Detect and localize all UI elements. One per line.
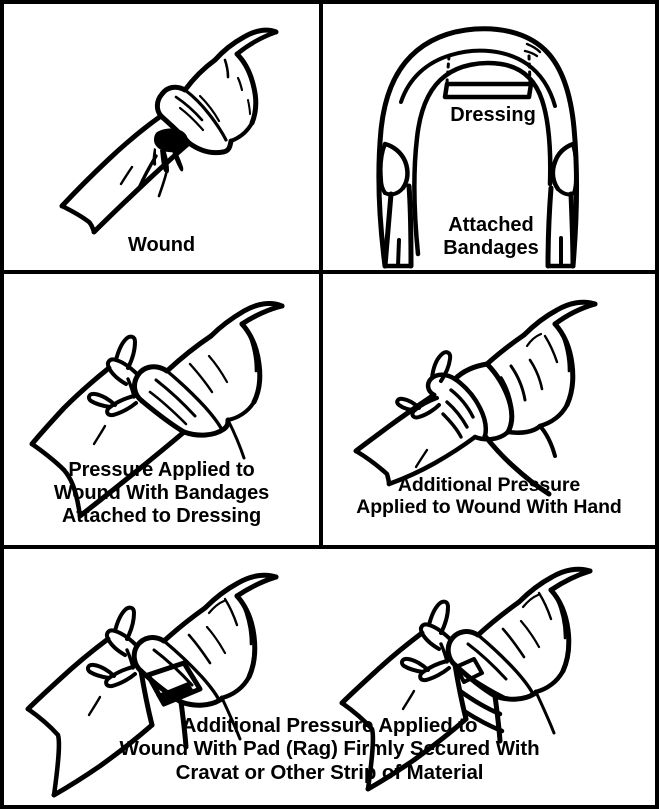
grid-rule-row1	[4, 270, 655, 274]
dressing-illustration	[376, 26, 580, 269]
grid-rule-row2	[4, 545, 655, 549]
pad-left-figure	[25, 572, 279, 798]
panel-grid	[4, 4, 655, 805]
hand-pressure-illustration	[353, 299, 598, 497]
pad-pressure-illustration	[25, 566, 593, 798]
panel-bandage-caption: Pressure Applied to Wound With Bandages …	[53, 459, 270, 527]
panel-pad-caption: Additional Pressure Applied to Wound Wit…	[119, 714, 540, 784]
panel-wound: Wound	[4, 4, 319, 270]
panel-hand-caption: Additional Pressure Applied to Wound Wit…	[356, 474, 622, 519]
pad-right-figure	[339, 566, 593, 792]
panel-bandage: Pressure Applied to Wound With Bandages …	[4, 274, 319, 545]
panel-dressing: Dressing Attached Bandages	[323, 4, 655, 270]
dressing-label: Dressing	[450, 104, 536, 126]
panel-wound-caption: Wound	[128, 234, 195, 256]
bandage-pressure-illustration	[29, 301, 285, 519]
grid-rule-col-top	[319, 4, 323, 270]
panel-hand: Additional Pressure Applied to Wound Wit…	[323, 274, 655, 545]
attached-bandages-label: Attached Bandages	[443, 214, 539, 259]
panel-pad: Additional Pressure Applied to Wound Wit…	[4, 549, 655, 805]
wound-illustration	[59, 27, 279, 235]
grid-rule-col-mid	[319, 274, 323, 545]
